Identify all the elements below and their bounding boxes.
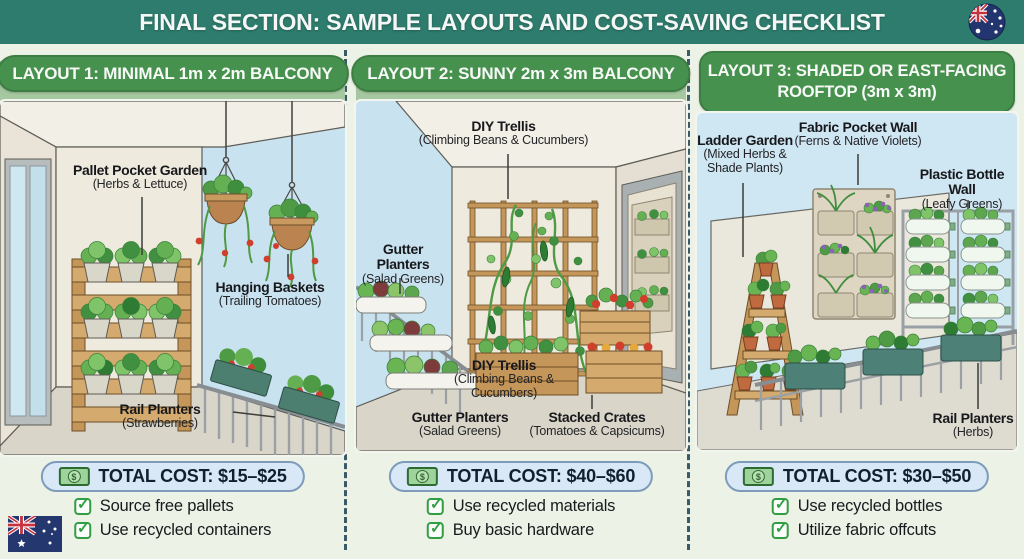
layout2-total-cost-badge: $ TOTAL COST: $40–$60 xyxy=(388,461,654,492)
checkbox-checked-icon: ✓ xyxy=(426,497,444,515)
layout1-column: LAYOUT 1: MINIMAL 1m x 2m BALCONY xyxy=(0,44,349,559)
label-rail-planters: Rail Planters (Strawberries) xyxy=(119,401,201,431)
label-stacked-crates: Stacked Crates (Tomatoes & Capsicums) xyxy=(529,409,665,439)
checkbox-checked-icon: ✓ xyxy=(73,521,91,539)
checklist-item: ✓ Use recycled materials xyxy=(426,497,615,516)
checkbox-checked-icon: ✓ xyxy=(771,521,789,539)
label-gutter-planters-left: Gutter Planters (Salad Greens) xyxy=(362,241,444,286)
layout2-illustration: DIY Trellis (Climbing Beans & Cucumbers)… xyxy=(356,101,686,451)
checklist-item: ✓ Source free pallets xyxy=(73,497,271,516)
layout3-total-cost-badge: $ TOTAL COST: $30–$50 xyxy=(724,461,990,492)
money-icon: $ xyxy=(58,467,90,486)
dollar-glyph: $ xyxy=(419,471,425,482)
label-ladder-garden: Ladder Garden (Mixed Herbs & Shade Plant… xyxy=(697,132,793,176)
money-icon: $ xyxy=(742,467,774,486)
australia-flag-icon xyxy=(968,3,1006,41)
header-bar: FINAL SECTION: SAMPLE LAYOUTS AND COST-S… xyxy=(0,0,1024,44)
layout1-header: LAYOUT 1: MINIMAL 1m x 2m BALCONY xyxy=(0,55,349,92)
layout1-illustration: Pallet Pocket Garden (Herbs & Lettuce) H… xyxy=(0,101,345,455)
label-diy-trellis-top: DIY Trellis (Climbing Beans & Cucumbers) xyxy=(418,118,589,148)
layout3-illustration: Ladder Garden (Mixed Herbs & Shade Plant… xyxy=(697,113,1017,450)
checklist-item: ✓ Use recycled bottles xyxy=(771,497,942,516)
layout1-total-cost-badge: $ TOTAL COST: $15–$25 xyxy=(40,461,305,492)
checklist-item: ✓ Buy basic hardware xyxy=(426,521,616,540)
total-cost-text: TOTAL COST: $30–$50 xyxy=(782,466,972,486)
label-gutter-planters-bottom: Gutter Planters (Salad Greens) xyxy=(411,409,509,439)
column-divider xyxy=(687,50,690,550)
checkbox-checked-icon: ✓ xyxy=(426,521,444,539)
layout3-header: LAYOUT 3: SHADED OR EAST-FACING ROOFTOP … xyxy=(699,51,1015,113)
checklist-item: ✓ Utilize fabric offcuts xyxy=(771,521,943,540)
money-icon: $ xyxy=(406,467,438,486)
layout2-header: LAYOUT 2: SUNNY 2m x 3m BALCONY xyxy=(351,55,691,92)
dollar-glyph: $ xyxy=(71,471,77,482)
dollar-glyph: $ xyxy=(755,471,761,482)
label-hanging-baskets: Hanging Baskets (Trailing Tomatoes) xyxy=(215,279,325,309)
label-pallet-pocket-garden: Pallet Pocket Garden (Herbs & Lettuce) xyxy=(72,162,208,192)
layout3-column: LAYOUT 3: SHADED OR EAST-FACING ROOFTOP … xyxy=(690,44,1024,559)
total-cost-text: TOTAL COST: $15–$25 xyxy=(98,466,287,486)
column-divider xyxy=(344,50,347,550)
label-plastic-bottle-wall: Plastic Bottle Wall (Leafy Greens) xyxy=(919,166,1005,211)
label-fabric-pocket-wall: Fabric Pocket Wall (Ferns & Native Viole… xyxy=(794,119,922,149)
checkbox-checked-icon: ✓ xyxy=(73,497,91,515)
layout3-checklist: ✓ Use recycled bottles ✓ Utilize fabric … xyxy=(771,497,943,545)
total-cost-text: TOTAL COST: $40–$60 xyxy=(446,466,636,486)
australia-flag-icon xyxy=(7,514,62,552)
page-title: FINAL SECTION: SAMPLE LAYOUTS AND COST-S… xyxy=(139,8,885,35)
label-rail-planters-herbs: Rail Planters (Herbs) xyxy=(932,410,1014,440)
label-diy-trellis-mid: DIY Trellis (Climbing Beans & Cucumbers) xyxy=(453,357,555,401)
layout1-checklist: ✓ Source free pallets ✓ Use recycled con… xyxy=(73,497,271,545)
layout2-column: LAYOUT 2: SUNNY 2m x 3m BALCONY xyxy=(351,44,691,559)
checkbox-checked-icon: ✓ xyxy=(771,497,789,515)
layout2-checklist: ✓ Use recycled materials ✓ Buy basic har… xyxy=(426,497,616,545)
checklist-item: ✓ Use recycled containers xyxy=(73,521,271,540)
